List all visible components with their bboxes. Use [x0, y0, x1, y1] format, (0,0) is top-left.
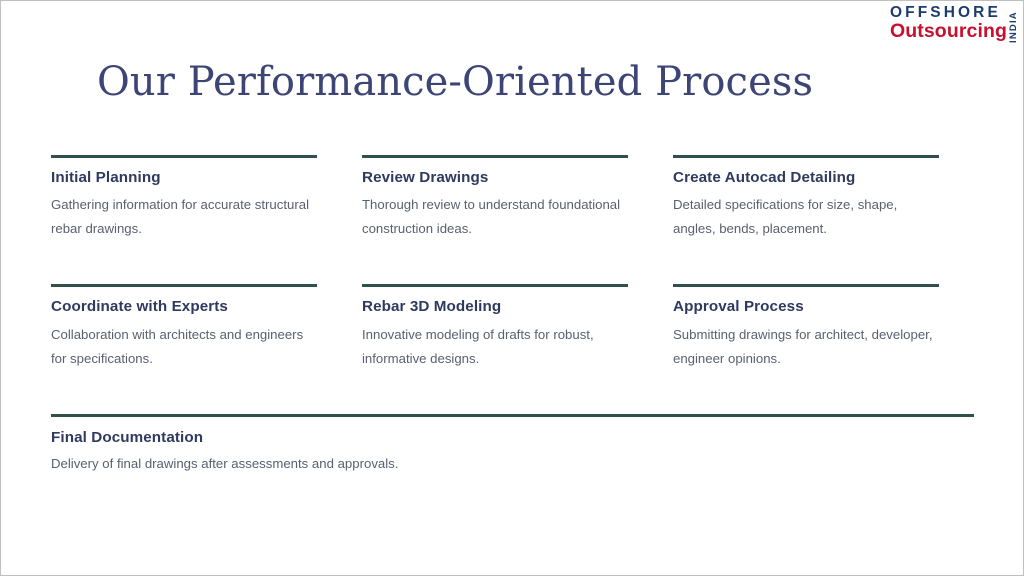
step-top-rule	[673, 284, 939, 288]
process-steps-row-1: Initial Planning Gathering information f…	[51, 155, 974, 241]
step-description: Collaboration with architects and engine…	[51, 326, 304, 366]
step-top-rule	[673, 155, 939, 158]
step-description: Thorough review to understand foundation…	[362, 197, 621, 237]
process-steps-grid: Initial Planning Gathering information f…	[51, 155, 974, 474]
process-step-card: Final Documentation Delivery of final dr…	[51, 413, 974, 474]
step-title: Review Drawings	[362, 169, 489, 186]
process-step-card: Approval Process Submitting drawings for…	[673, 284, 939, 370]
step-top-rule	[362, 155, 628, 158]
process-step-card: Review Drawings Thorough review to under…	[362, 155, 628, 241]
step-description: Submitting drawings for architect, devel…	[673, 326, 933, 366]
step-title: Coordinate with Experts	[51, 298, 228, 316]
step-top-rule	[51, 155, 317, 158]
logo-wordmark: OFFSHORE Outsourcing	[890, 5, 1007, 41]
page-title: Our Performance-Oriented Process	[97, 59, 814, 105]
step-title: Initial Planning	[51, 169, 161, 186]
logo-outsourcing-text: Outsourcing	[889, 19, 1007, 42]
process-step-card: Coordinate with Experts Collaboration wi…	[51, 284, 317, 370]
process-step-card: Create Autocad Detailing Detailed specif…	[673, 155, 939, 241]
step-description: Detailed specifications for size, shape,…	[673, 197, 898, 237]
logo-india-text: INDIA	[1008, 11, 1019, 43]
process-steps-row-3: Final Documentation Delivery of final dr…	[51, 413, 974, 474]
process-step-card: Rebar 3D Modeling Innovative modeling of…	[362, 284, 628, 370]
step-title: Approval Process	[673, 298, 804, 316]
step-top-rule	[51, 284, 317, 288]
company-logo: OFFSHORE Outsourcing INDIA	[890, 5, 1019, 45]
step-description: Delivery of final drawings after assessm…	[51, 455, 399, 471]
logo-offshore-text: OFFSHORE	[889, 4, 1001, 21]
step-title: Rebar 3D Modeling	[362, 298, 502, 316]
step-top-rule	[362, 284, 628, 288]
process-steps-row-2: Coordinate with Experts Collaboration wi…	[51, 284, 974, 370]
process-step-card: Initial Planning Gathering information f…	[51, 155, 317, 241]
step-title: Create Autocad Detailing	[673, 169, 856, 186]
step-top-rule	[51, 413, 974, 417]
step-title: Final Documentation	[51, 428, 204, 446]
step-description: Gathering information for accurate struc…	[51, 197, 310, 237]
step-description: Innovative modeling of drafts for robust…	[362, 326, 594, 366]
